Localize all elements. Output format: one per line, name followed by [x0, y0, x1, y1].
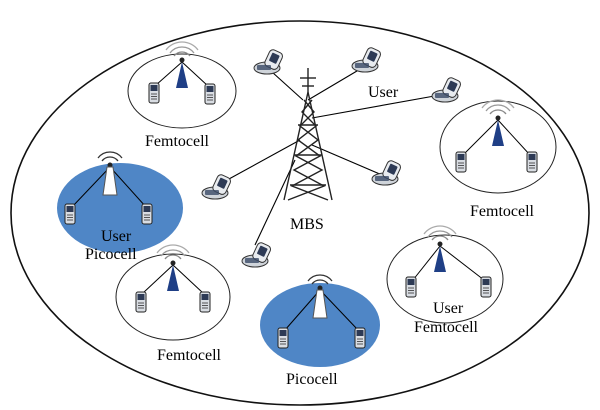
macro-user-flip-phone-icon — [201, 172, 233, 200]
femto-access-point-icon — [481, 99, 515, 147]
user-label-macro: User — [368, 84, 399, 101]
femtocell-label: Femtocell — [157, 347, 222, 364]
femtocell-top-left: Femtocell — [127, 41, 237, 150]
user-label-pico: User — [101, 228, 132, 245]
picocell-label: Picocell — [85, 246, 137, 263]
handset-icon — [199, 291, 211, 313]
macro-user-flip-phone-icon — [253, 47, 285, 75]
handset-icon — [405, 276, 417, 298]
femtocell-right-top: Femtocell — [439, 99, 557, 220]
macro-user-flip-phone-icon — [351, 45, 383, 73]
femtocell-bottom-left: Femtocell — [115, 244, 231, 364]
femtocell-label: Femtocell — [145, 133, 210, 150]
femto-access-point-icon — [156, 244, 190, 292]
femtocell-right-bottom: User Femtocell — [386, 225, 504, 336]
mbs-tower-icon — [283, 68, 333, 201]
handset-icon — [148, 82, 160, 104]
picocell-left: User Picocell — [57, 151, 183, 263]
handset-icon — [141, 203, 153, 225]
handset-icon — [135, 291, 147, 313]
femtocell-label: Femtocell — [470, 203, 535, 220]
handset-icon — [480, 276, 492, 298]
handset-icon — [455, 151, 467, 173]
handset-icon — [277, 327, 289, 349]
picocell-label: Picocell — [286, 371, 338, 388]
handset-icon — [204, 83, 216, 105]
mbs-label: MBS — [290, 216, 324, 233]
handset-icon — [354, 327, 366, 349]
mbs-links — [217, 67, 441, 246]
macro-user-flip-phone-icon — [431, 75, 463, 103]
femtocell-label: Femtocell — [414, 319, 479, 336]
user-label-femto: User — [433, 300, 464, 317]
femto-access-point-icon — [423, 225, 457, 273]
handset-icon — [64, 203, 76, 225]
femto-access-point-icon — [165, 41, 199, 89]
macrocell-boundary — [10, 20, 590, 406]
macro-user-flip-phone-icon — [241, 240, 273, 268]
picocell-bottom: Picocell — [260, 274, 380, 388]
handset-icon — [526, 151, 538, 173]
